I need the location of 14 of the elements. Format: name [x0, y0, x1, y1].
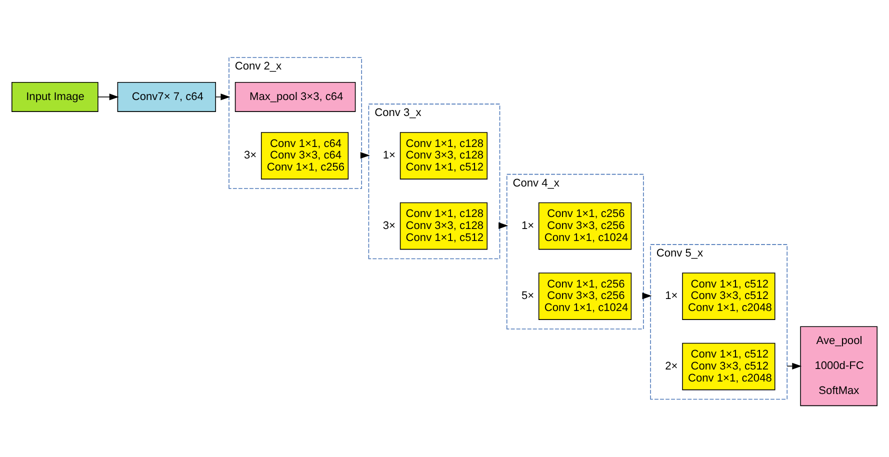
arrow — [98, 94, 119, 100]
node-box: Ave_pool 1000d-FC SoftMax — [800, 326, 878, 406]
node-label: 5× — [521, 290, 534, 302]
node-label: 1× — [382, 150, 396, 162]
node-box: Input Image — [12, 82, 98, 112]
node-label: 1× — [665, 290, 678, 302]
node-label: 3× — [382, 220, 396, 232]
node-box: Max_pool 3×3, c64 — [234, 82, 356, 112]
arrow — [786, 362, 802, 370]
node-label: 1× — [521, 220, 534, 232]
node-label: 2× — [665, 360, 678, 372]
node-label: 3× — [244, 150, 257, 162]
node-box: Conv7× 7, c64 — [117, 82, 216, 112]
arrow — [215, 94, 230, 100]
